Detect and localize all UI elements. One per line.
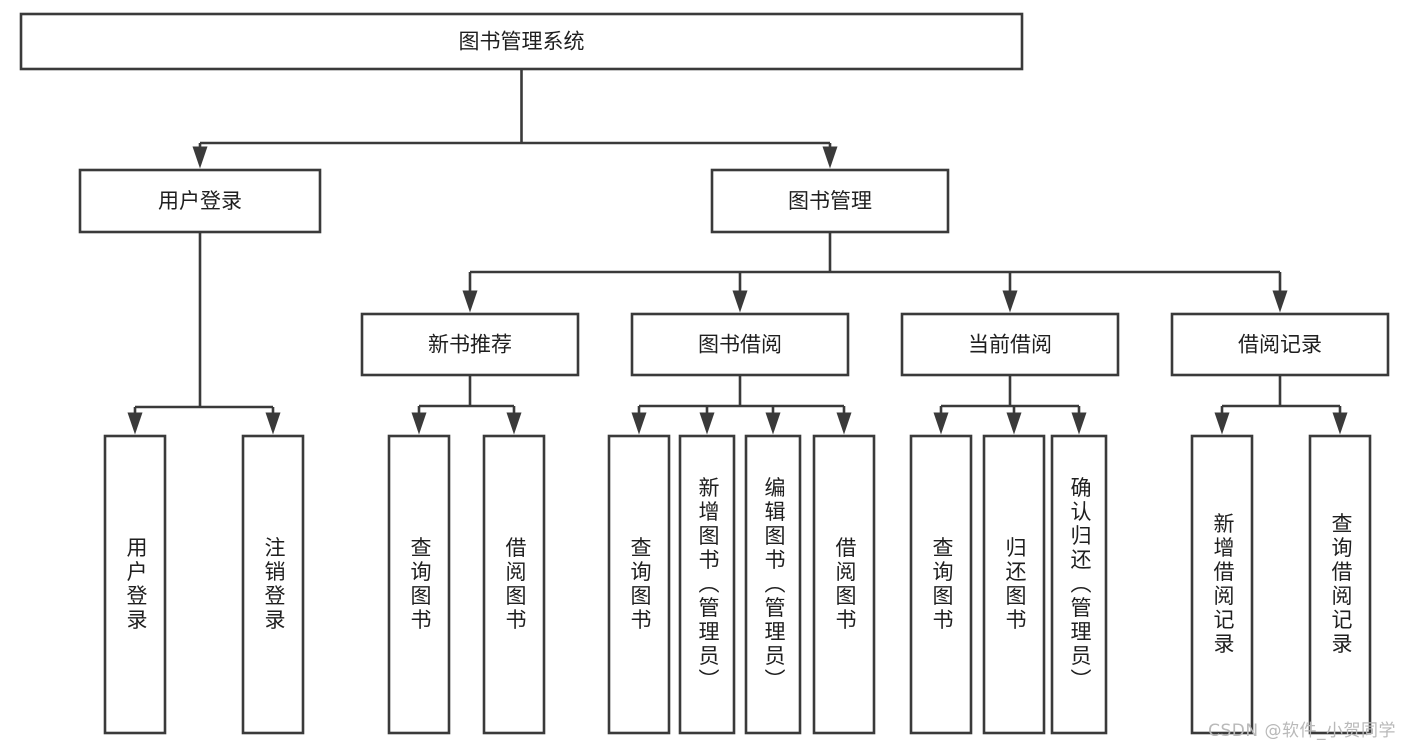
node-label-leaf-borrow-book-2: 借阅图书 (833, 537, 857, 633)
edges-layer (127, 69, 1348, 435)
node-leaf-confirm-return: 确认归还（管理员） (1050, 434, 1108, 735)
node-leaf-add-record: 新增借阅记录 (1190, 434, 1254, 735)
node-leaf-add-book: 新增图书（管理员） (678, 434, 736, 735)
node-leaf-logout: 注销登录 (241, 434, 305, 735)
node-leaf-query-record: 查询借阅记录 (1308, 434, 1372, 735)
node-root: 图书管理系统 (19, 12, 1024, 71)
node-box-borrow-record (1170, 312, 1390, 377)
node-label-leaf-user-login: 用户登录 (124, 537, 148, 633)
node-label-leaf-query-record: 查询借阅记录 (1329, 513, 1353, 657)
node-label-leaf-confirm-return: 确认归还（管理员） (1068, 477, 1092, 693)
node-box-leaf-borrow-book-2 (812, 434, 876, 735)
node-label-leaf-return-book: 归还图书 (1003, 537, 1027, 633)
node-box-user-login (78, 168, 322, 234)
node-label-leaf-add-book: 新增图书（管理员） (696, 477, 720, 693)
node-box-leaf-query-book-2 (607, 434, 671, 735)
node-box-leaf-logout (241, 434, 305, 735)
nodes-layer: 图书管理系统用户登录图书管理新书推荐图书借阅当前借阅借阅记录用户登录注销登录查询… (19, 12, 1390, 735)
node-box-leaf-query-book-3 (909, 434, 973, 735)
node-label-leaf-logout: 注销登录 (262, 537, 286, 633)
node-box-leaf-query-record (1308, 434, 1372, 735)
node-box-leaf-return-book (982, 434, 1046, 735)
node-box-book-manage (710, 168, 950, 234)
node-leaf-query-book-1: 查询图书 (387, 434, 451, 735)
node-box-leaf-borrow-book-1 (482, 434, 546, 735)
node-label-leaf-add-record: 新增借阅记录 (1211, 513, 1235, 657)
node-leaf-user-login: 用户登录 (103, 434, 167, 735)
node-current-borrow: 当前借阅 (900, 312, 1120, 377)
node-label-user-login: 用户登录 (158, 189, 242, 213)
node-leaf-borrow-book-1: 借阅图书 (482, 434, 546, 735)
node-box-current-borrow (900, 312, 1120, 377)
node-label-book-borrow: 图书借阅 (698, 333, 782, 357)
node-box-leaf-edit-book (744, 434, 802, 735)
node-leaf-return-book: 归还图书 (982, 434, 1046, 735)
node-label-leaf-query-book-1: 查询图书 (408, 537, 432, 633)
node-label-leaf-borrow-book-1: 借阅图书 (503, 537, 527, 633)
node-label-leaf-query-book-3: 查询图书 (930, 537, 954, 633)
node-label-book-manage: 图书管理 (788, 189, 872, 213)
node-box-new-book-rec (360, 312, 580, 377)
node-box-root (19, 12, 1024, 71)
node-leaf-query-book-3: 查询图书 (909, 434, 973, 735)
node-box-leaf-confirm-return (1050, 434, 1108, 735)
node-new-book-rec: 新书推荐 (360, 312, 580, 377)
node-leaf-edit-book: 编辑图书（管理员） (744, 434, 802, 735)
node-label-borrow-record: 借阅记录 (1238, 333, 1322, 357)
node-leaf-query-book-2: 查询图书 (607, 434, 671, 735)
node-label-current-borrow: 当前借阅 (968, 333, 1052, 357)
node-borrow-record: 借阅记录 (1170, 312, 1390, 377)
node-label-new-book-rec: 新书推荐 (428, 333, 512, 357)
node-book-manage: 图书管理 (710, 168, 950, 234)
node-book-borrow: 图书借阅 (630, 312, 850, 377)
node-box-leaf-query-book-1 (387, 434, 451, 735)
node-label-leaf-query-book-2: 查询图书 (628, 537, 652, 633)
node-box-leaf-add-record (1190, 434, 1254, 735)
node-box-book-borrow (630, 312, 850, 377)
node-label-root: 图书管理系统 (459, 30, 585, 54)
node-user-login: 用户登录 (78, 168, 322, 234)
node-leaf-borrow-book-2: 借阅图书 (812, 434, 876, 735)
node-box-leaf-add-book (678, 434, 736, 735)
node-box-leaf-user-login (103, 434, 167, 735)
node-label-leaf-edit-book: 编辑图书（管理员） (762, 477, 786, 693)
